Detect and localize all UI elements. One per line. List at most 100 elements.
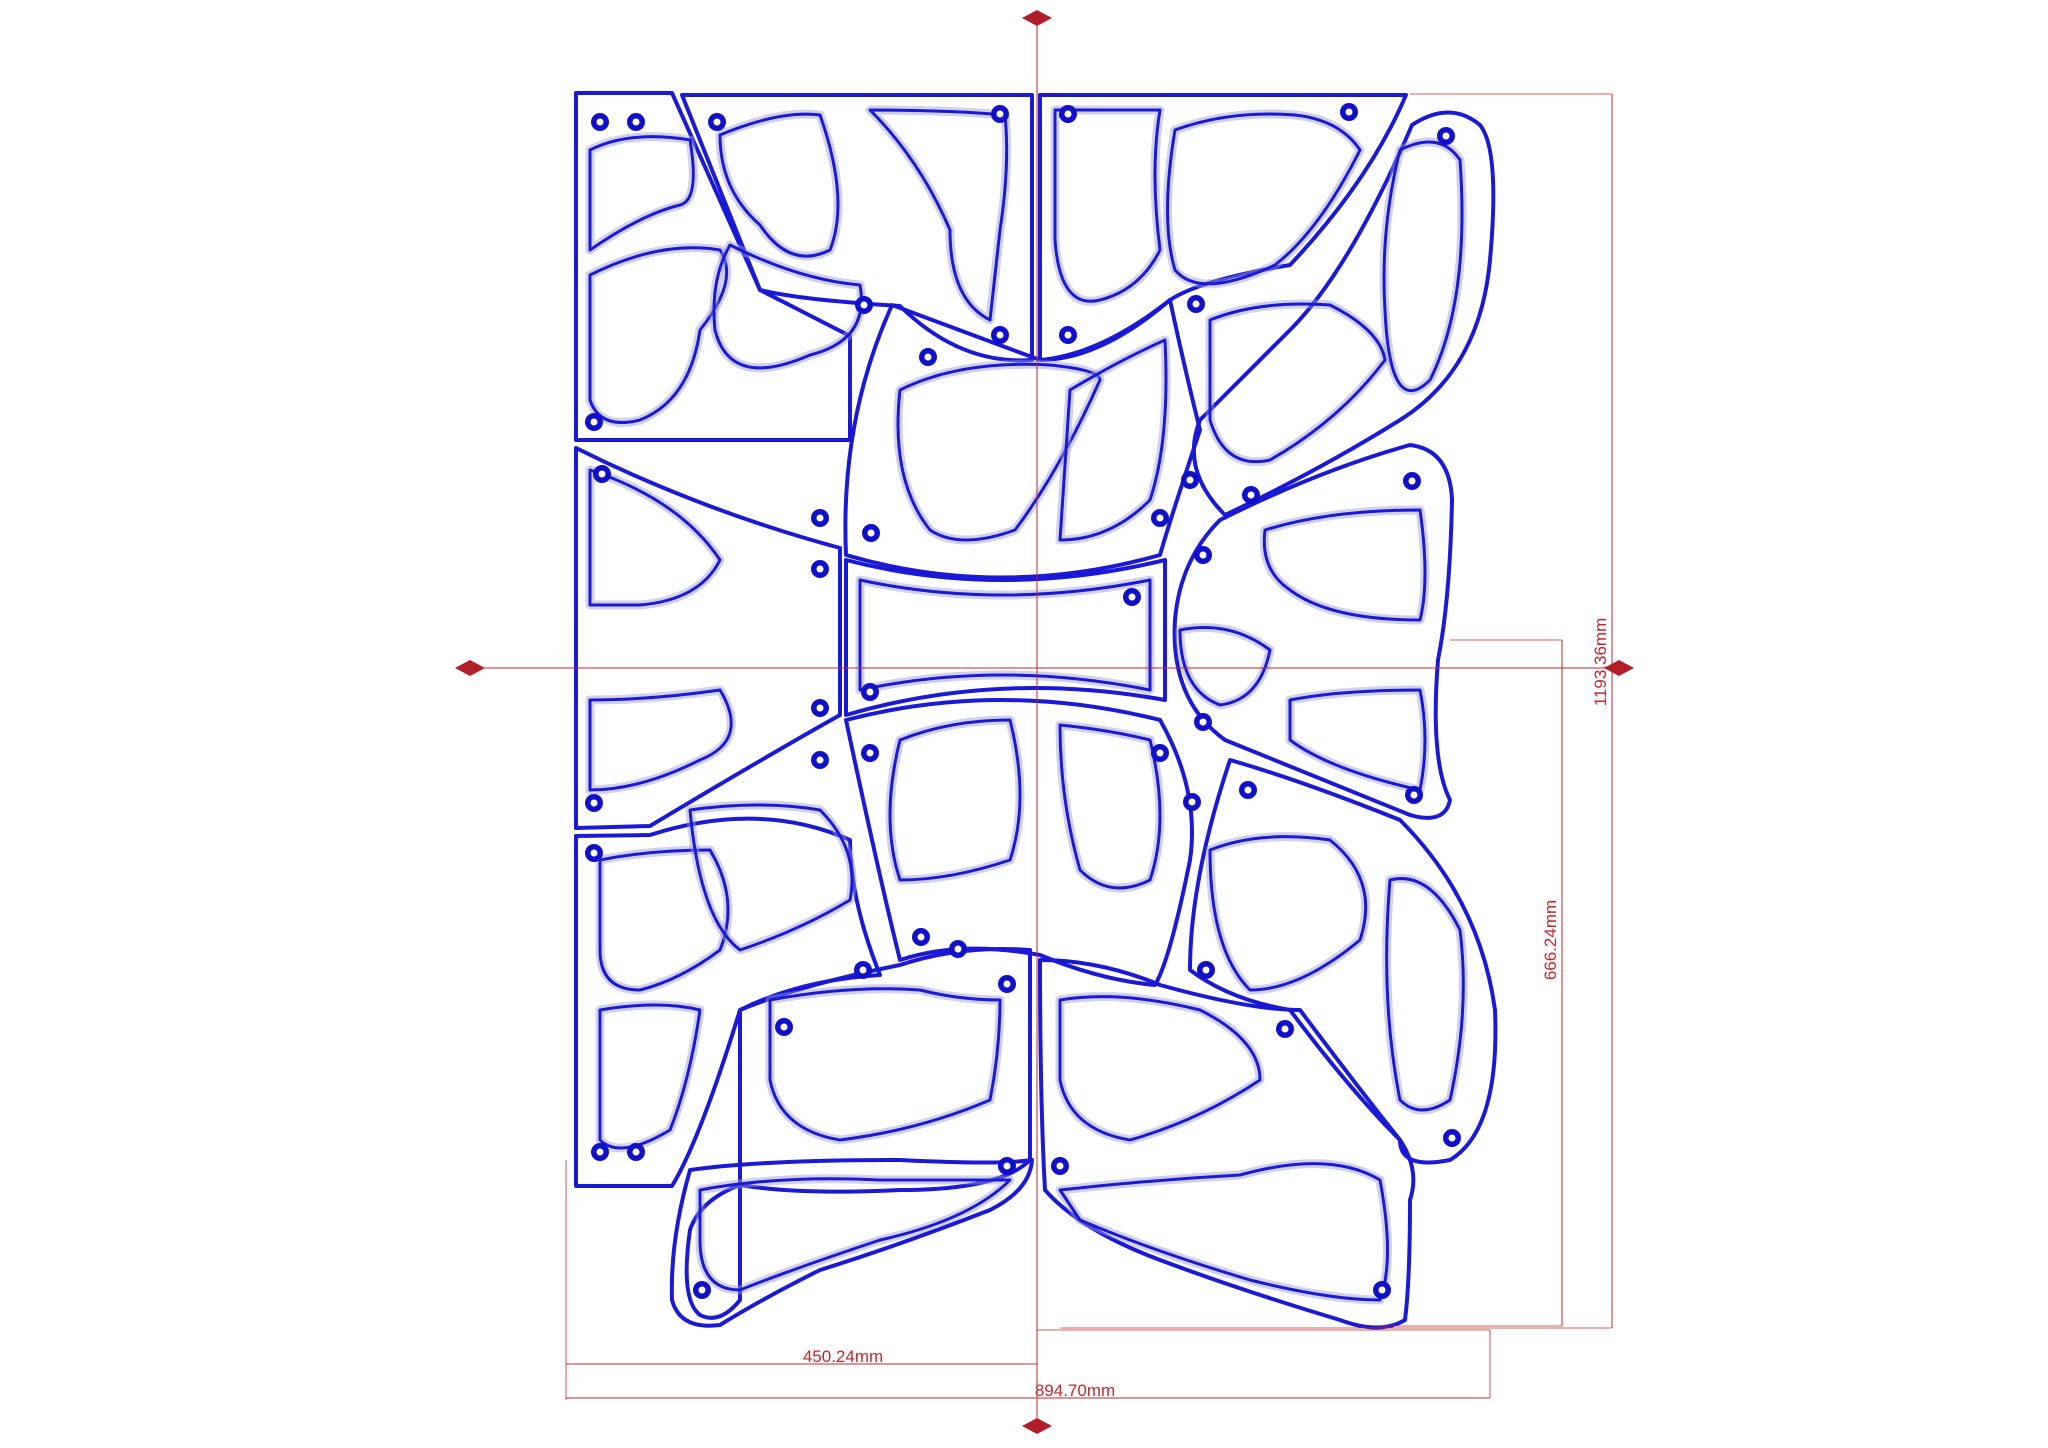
bore-hole-center	[1410, 791, 1418, 799]
bore-hole-center	[1199, 551, 1207, 559]
pocket	[1382, 140, 1464, 393]
bore-hole-center	[698, 1286, 706, 1294]
pocket	[1385, 877, 1465, 1112]
bore-hole-center	[1448, 1134, 1456, 1142]
bore-hole-center	[1128, 593, 1136, 601]
panel-top-left	[574, 91, 852, 442]
bore-hole-center	[1202, 966, 1210, 974]
pocket	[588, 688, 733, 792]
axis-markers	[455, 10, 1634, 1434]
panel-center-lower	[844, 698, 1194, 987]
pocket-tool-path	[709, 240, 866, 373]
pocket	[1053, 108, 1162, 303]
pocket	[598, 848, 730, 992]
panel-bottom-left-lobe	[669, 1158, 1034, 1328]
pocket	[1178, 626, 1272, 707]
panel-bottom-center-left	[684, 947, 1032, 1320]
bore-hole-center	[1064, 110, 1072, 118]
panel-center	[844, 558, 1167, 717]
bore-hole-center	[1003, 1162, 1011, 1170]
bore-hole-center	[859, 966, 867, 974]
bore-hole-center	[816, 514, 824, 522]
bore-hole-center	[996, 331, 1004, 339]
bore-hole-center	[860, 301, 868, 309]
bore-hole-center	[1408, 477, 1416, 485]
pocket-tool-path	[1379, 137, 1467, 396]
pocket	[1208, 302, 1387, 464]
panel-top-center-right	[1038, 93, 1408, 362]
pocket	[588, 468, 722, 607]
bore-hole-center	[1156, 749, 1164, 757]
pocket-tool-path	[685, 800, 857, 955]
pocket-tool-path	[595, 845, 733, 995]
dim-label-total-height: 1193.36mm	[1591, 618, 1610, 707]
pocket	[598, 1003, 702, 1150]
dim-label-partial-height: 666.24mm	[1541, 900, 1560, 980]
bore-hole-center	[1064, 331, 1072, 339]
bore-hole-center	[867, 529, 875, 537]
pocket-tool-path	[585, 132, 698, 255]
pocket-tool-path	[585, 243, 732, 427]
bore-hole-center	[1247, 491, 1255, 499]
bore-hole-center	[1192, 300, 1200, 308]
bore-holes	[585, 103, 1461, 1299]
bore-hole-center	[596, 1148, 604, 1156]
pocket-tool-path	[1055, 992, 1265, 1145]
bore-hole-center	[1056, 1162, 1064, 1170]
bore-hole-center	[1186, 476, 1194, 484]
pocket-tool-path	[1259, 505, 1430, 625]
pocket	[1208, 835, 1368, 992]
pocket-tool-path	[1055, 720, 1165, 893]
pocket	[1058, 338, 1168, 542]
bore-hole-center	[954, 945, 962, 953]
bore-hole-center	[1244, 786, 1252, 794]
bore-hole-center	[866, 749, 874, 757]
pocket	[1262, 508, 1427, 622]
bore-hole-center	[924, 353, 932, 361]
pocket	[588, 246, 729, 424]
panel-right-middle	[1172, 443, 1454, 820]
bore-hole-center	[1345, 108, 1353, 116]
bore-hole-center	[1281, 1025, 1289, 1033]
right-marker	[1604, 660, 1634, 676]
top-marker	[1022, 10, 1052, 26]
bore-hole-center	[780, 1023, 788, 1031]
bore-hole-center	[1156, 514, 1164, 522]
pocket	[1166, 112, 1362, 286]
pocket	[1058, 723, 1162, 890]
bore-hole-center	[1199, 718, 1207, 726]
dim-label-total-width: 894.70mm	[1035, 1381, 1115, 1400]
pocket	[858, 578, 1152, 692]
bore-hole-center	[632, 118, 640, 126]
bore-hole-center	[590, 799, 598, 807]
pocket	[588, 135, 695, 252]
panel-left-middle	[574, 446, 842, 830]
pocket-tool-path	[585, 685, 736, 795]
panel-bottom-left	[574, 816, 882, 1188]
pocket	[712, 243, 863, 370]
pocket-tool-path	[695, 1174, 1015, 1295]
pocket	[868, 108, 1009, 322]
pocket-tool-path	[855, 575, 1155, 695]
pocket-tool-path	[885, 715, 1025, 885]
pocket	[768, 987, 1002, 1142]
bore-hole-center	[590, 418, 598, 426]
bore-hole-center	[632, 1148, 640, 1156]
pocket	[698, 1177, 1012, 1292]
dimension-lines	[468, 24, 1620, 1424]
inner-pockets	[585, 105, 1468, 1305]
bore-hole-center	[866, 688, 874, 696]
bore-hole-center	[917, 933, 925, 941]
left-marker	[455, 660, 485, 676]
panel-bottom-right-lobe	[1038, 958, 1416, 1330]
pocket	[1058, 1162, 1389, 1302]
dim-label-half-width: 450.24mm	[803, 1347, 883, 1366]
pocket	[896, 362, 1102, 542]
bore-hole-center	[1003, 980, 1011, 988]
bore-hole-center	[590, 849, 598, 857]
pocket	[1058, 995, 1262, 1142]
bore-hole-center	[816, 756, 824, 764]
pocket	[688, 803, 854, 952]
pocket-tool-path	[765, 984, 1005, 1145]
